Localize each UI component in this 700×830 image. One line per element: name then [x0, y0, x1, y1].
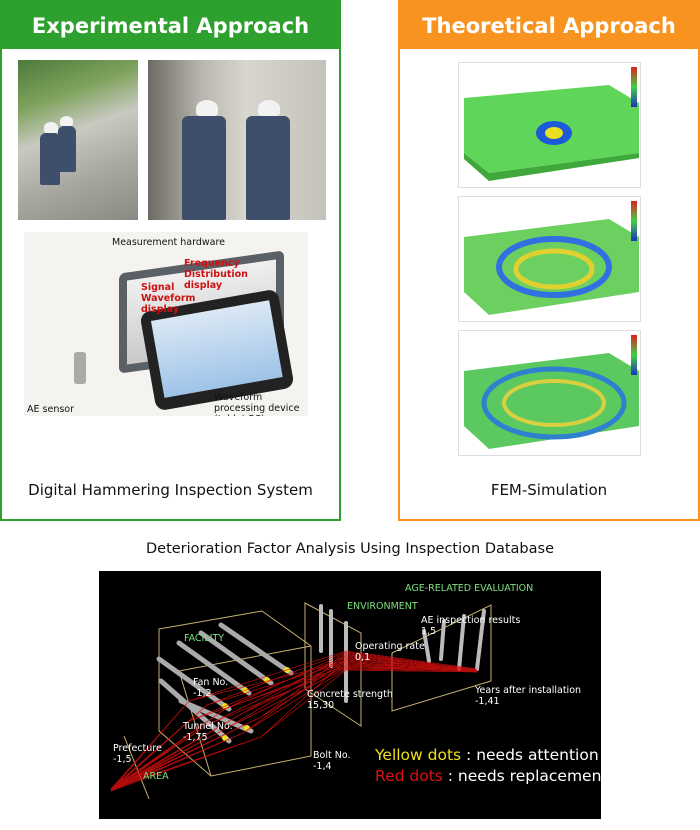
record-line — [110, 654, 478, 790]
record-line — [110, 650, 478, 792]
axis-label: Tunnel No.-1,75 — [183, 721, 233, 743]
facility-rod — [198, 630, 274, 686]
age-rod — [457, 614, 466, 671]
legend-red: Red dots : needs replacement — [375, 767, 601, 785]
inspection-photo-slope — [18, 60, 138, 220]
theoretical-approach-panel: Theoretical Approach FEM-Simulation — [398, 0, 700, 521]
yellow-dot — [242, 687, 248, 693]
record-line — [110, 662, 478, 792]
age-rod — [475, 609, 486, 671]
group-age: AGE-RELATED EVALUATION — [405, 583, 534, 594]
age-rod — [439, 619, 446, 661]
inspection-photo-wall — [148, 60, 326, 220]
record-line — [110, 659, 478, 792]
facility-rod — [158, 678, 232, 744]
record-line — [110, 658, 478, 791]
axis-label: Years after installation-1,41 — [475, 685, 582, 707]
group-environment: ENVIRONMENT — [347, 601, 418, 612]
label-signal-display: Signal Waveform display — [141, 282, 196, 315]
database-title: Deterioration Factor Analysis Using Insp… — [145, 541, 555, 557]
facility-rod — [176, 640, 252, 696]
facility-rod — [218, 622, 294, 676]
axis-label: Fan No.-1,2 — [193, 677, 229, 699]
experimental-caption: Digital Hammering Inspection System — [28, 481, 313, 499]
label-ae-sensor: AE sensor — [27, 404, 75, 415]
parallel-coordinates-visualization: FACILITY ENVIRONMENT AGE-RELATED EVALUAT… — [99, 571, 601, 819]
record-line — [110, 669, 478, 790]
age-rod — [422, 629, 431, 663]
label-measurement-hardware: Measurement hardware — [112, 237, 225, 248]
fem-simulation-image-2 — [458, 196, 641, 322]
group-facility: FACILITY — [184, 633, 225, 644]
experimental-approach-panel: Experimental Approach Measurement hardwa… — [0, 0, 341, 521]
theoretical-caption: FEM-Simulation — [490, 481, 608, 499]
yellow-dot — [222, 735, 228, 741]
record-line — [110, 668, 478, 792]
record-line — [110, 666, 478, 790]
measurement-equipment-photo: Measurement hardware Frequency Distribut… — [24, 232, 308, 416]
experimental-title: Experimental Approach — [2, 2, 339, 49]
legend-yellow: Yellow dots : needs attention — [375, 746, 599, 764]
group-area: AREA — [143, 771, 169, 782]
axis-label: Bolt No.-1,4 — [313, 750, 351, 772]
theoretical-title: Theoretical Approach — [400, 2, 698, 49]
facility-rod — [156, 656, 232, 712]
label-tablet: Waveform processing device (tablet PC) — [214, 392, 300, 416]
record-line — [110, 667, 478, 791]
facility-rod — [178, 698, 254, 734]
fem-simulation-image-1 — [458, 62, 641, 188]
fem-simulation-image-3 — [458, 330, 641, 456]
label-frequency-display: Frequency Distribution display — [184, 258, 248, 291]
axis-label: Prefecture-1,5 — [113, 743, 162, 765]
